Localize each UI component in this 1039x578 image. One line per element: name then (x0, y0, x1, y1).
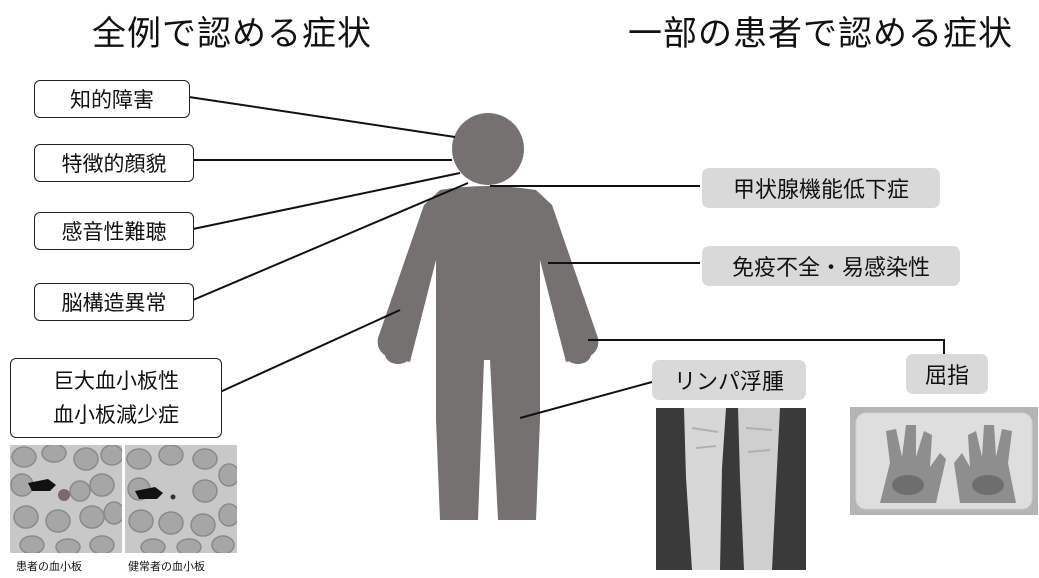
line-hearing (192, 172, 461, 230)
figure-head (452, 113, 524, 185)
patient-platelet-image (10, 445, 122, 553)
symptom-immunodeficiency: 免疫不全・易感染性 (702, 246, 960, 286)
symptom-platelet: 巨大血小板性 血小板減少症 (10, 358, 222, 438)
symptom-brain-abnormality: 脳構造異常 (34, 283, 194, 321)
figure-right-hand (565, 344, 591, 364)
platelet-line1: 巨大血小板性 (53, 369, 179, 393)
line-lymph (519, 381, 653, 419)
heading-all-cases: 全例で認める症状 (92, 14, 372, 54)
symptom-hearing-loss: 感音性難聴 (34, 212, 194, 250)
camptodactyly-hands-image (850, 407, 1038, 515)
heading-some-patients: 一部の患者で認める症状 (628, 14, 1013, 54)
caption-patient-platelet: 患者の血小板 (16, 560, 82, 573)
symptom-hypothyroidism: 甲状腺機能低下症 (702, 168, 940, 208)
healthy-platelet-image (125, 445, 237, 553)
caption-healthy-platelet: 健常者の血小板 (128, 560, 205, 573)
line-intellectual (188, 96, 456, 138)
line-brain (192, 182, 469, 301)
right-connectors (490, 185, 945, 419)
symptom-lymphedema: リンパ浮腫 (652, 360, 806, 400)
left-connectors (188, 96, 469, 393)
line-finger (588, 339, 945, 354)
platelet-line2: 血小板減少症 (53, 403, 179, 427)
line-platelet (219, 309, 401, 393)
lymphedema-leg-image (656, 408, 806, 570)
figure-body (377, 186, 599, 520)
symptom-intellectual-disability: 知的障害 (34, 80, 190, 118)
symptom-facial-features: 特徴的顔貌 (34, 144, 194, 182)
figure-left-hand (385, 344, 411, 364)
symptom-camptodactyly: 屈指 (906, 354, 988, 394)
human-figure-icon (377, 113, 599, 520)
